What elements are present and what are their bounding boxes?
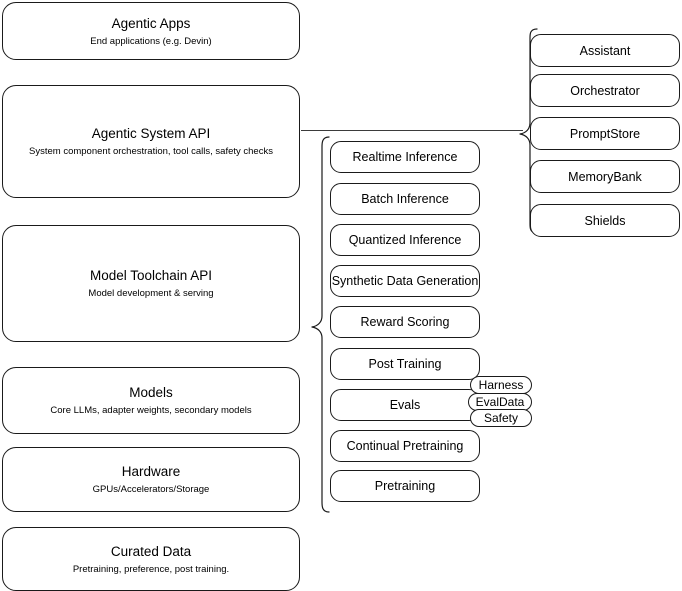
layer-box-agentic-apps[interactable]: Agentic Apps End applications (e.g. Devi… — [2, 2, 300, 60]
item-label: Evals — [389, 398, 421, 412]
badge-label: EvalData — [475, 395, 525, 409]
toolchain-item-pretraining[interactable]: Pretraining — [330, 470, 480, 502]
layer-subtitle: Model development & serving — [88, 288, 214, 299]
item-label: Post Training — [368, 357, 442, 371]
item-label: MemoryBank — [568, 169, 642, 184]
layer-title: Agentic Apps — [111, 15, 191, 31]
item-label: Shields — [584, 213, 626, 228]
layer-box-agentic-system-api[interactable]: Agentic System API System component orch… — [2, 85, 300, 198]
layer-subtitle: Pretraining, preference, post training. — [72, 563, 230, 575]
item-label: Continual Pretraining — [346, 439, 464, 453]
badge-label: Safety — [483, 411, 519, 425]
layer-subtitle: End applications (e.g. Devin) — [90, 35, 212, 47]
eval-badge-safety[interactable]: Safety — [470, 409, 532, 427]
item-label: Realtime Inference — [352, 150, 458, 164]
agentic-item-promptstore[interactable]: PromptStore — [530, 117, 680, 150]
item-label: Reward Scoring — [360, 315, 450, 329]
agentic-item-shields[interactable]: Shields — [530, 204, 680, 237]
brace-model-toolchain — [311, 136, 330, 513]
agentic-item-orchestrator[interactable]: Orchestrator — [530, 74, 680, 107]
toolchain-item-continual-pretraining[interactable]: Continual Pretraining — [330, 430, 480, 462]
agentic-item-memorybank[interactable]: MemoryBank — [530, 160, 680, 193]
item-label: Pretraining — [374, 479, 436, 493]
layer-box-curated-data[interactable]: Curated Data Pretraining, preference, po… — [2, 527, 300, 591]
toolchain-item-post-training[interactable]: Post Training — [330, 348, 480, 380]
layer-title: Models — [129, 385, 173, 400]
item-label: Batch Inference — [361, 192, 449, 206]
toolchain-item-quantized-inference[interactable]: Quantized Inference — [330, 224, 480, 256]
layer-title: Model Toolchain API — [89, 268, 213, 283]
item-label: Assistant — [579, 43, 631, 58]
layer-title: Agentic System API — [91, 126, 211, 141]
layer-subtitle: Core LLMs, adapter weights, secondary mo… — [50, 405, 252, 416]
item-label: Synthetic Data Generation — [331, 274, 479, 288]
connector-line-agentic-system-to-components — [301, 130, 523, 131]
layer-title: Hardware — [121, 464, 181, 479]
layer-subtitle: System component orchestration, tool cal… — [29, 146, 273, 157]
layer-title: Curated Data — [110, 543, 192, 559]
item-label: Quantized Inference — [348, 233, 462, 247]
eval-badge-harness[interactable]: Harness — [470, 376, 532, 394]
item-label: Orchestrator — [570, 83, 640, 98]
layer-box-models[interactable]: Models Core LLMs, adapter weights, secon… — [2, 367, 300, 434]
toolchain-item-reward-scoring[interactable]: Reward Scoring — [330, 306, 480, 338]
eval-badge-evaldata[interactable]: EvalData — [468, 393, 532, 411]
item-label: PromptStore — [569, 126, 641, 141]
badge-label: Harness — [478, 378, 524, 392]
toolchain-item-realtime-inference[interactable]: Realtime Inference — [330, 141, 480, 173]
toolchain-item-evals[interactable]: Evals — [330, 389, 480, 421]
layer-box-hardware[interactable]: Hardware GPUs/Accelerators/Storage — [2, 447, 300, 512]
toolchain-item-batch-inference[interactable]: Batch Inference — [330, 183, 480, 215]
layer-subtitle: GPUs/Accelerators/Storage — [92, 484, 210, 495]
agentic-item-assistant[interactable]: Assistant — [530, 34, 680, 67]
toolchain-item-synthetic-data-generation[interactable]: Synthetic Data Generation — [330, 265, 480, 297]
layer-box-model-toolchain-api[interactable]: Model Toolchain API Model development & … — [2, 225, 300, 342]
